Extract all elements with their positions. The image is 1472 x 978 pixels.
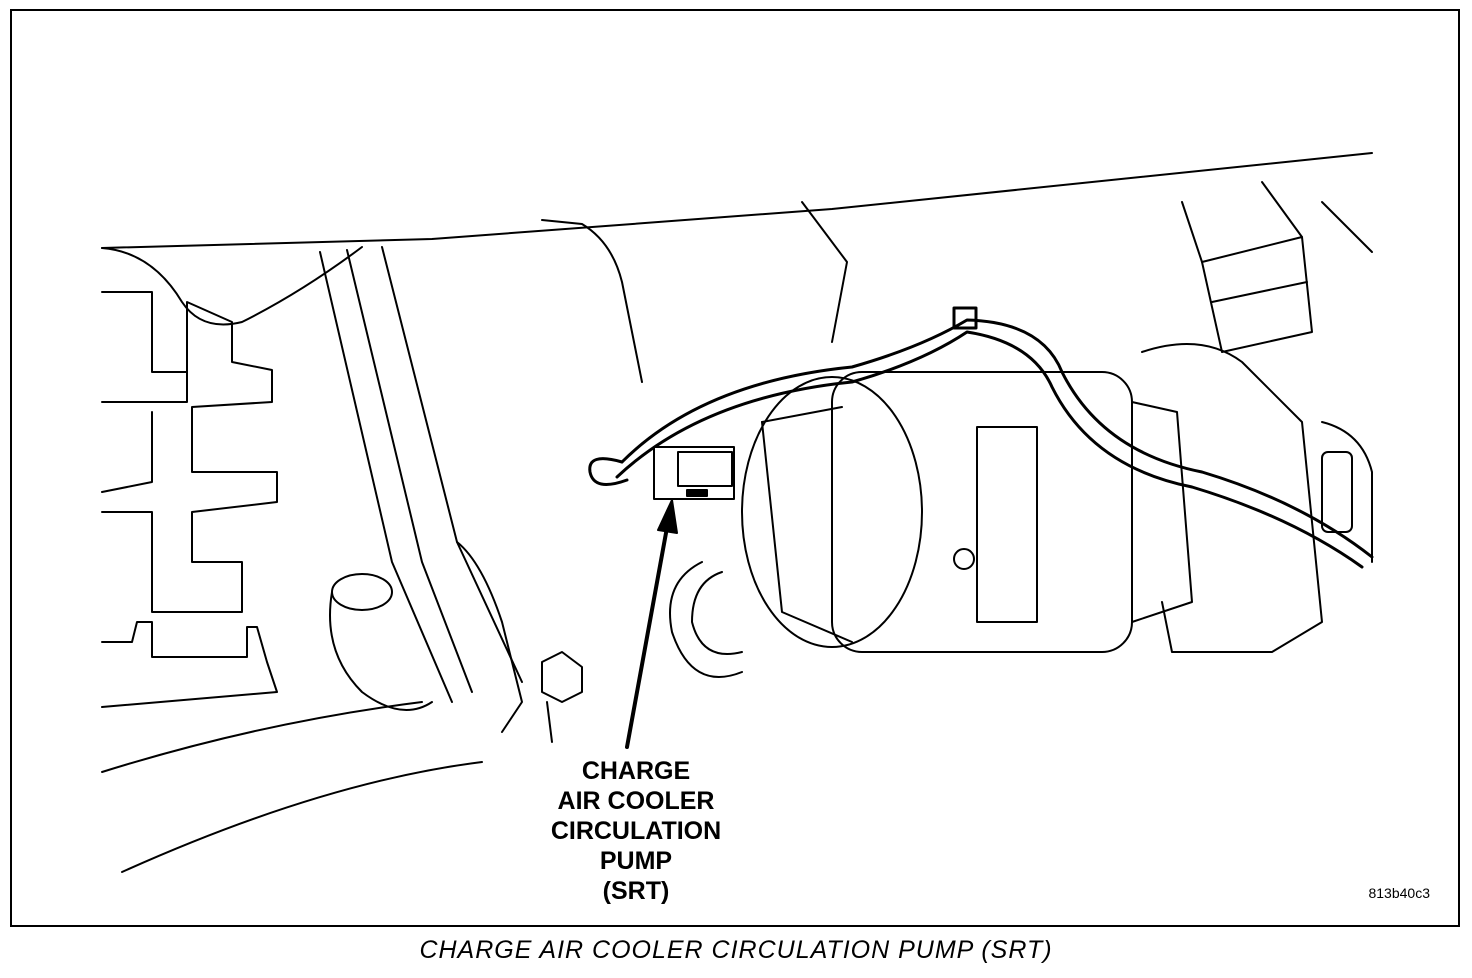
- figure-caption: CHARGE AIR COOLER CIRCULATION PUMP (SRT): [419, 936, 1053, 964]
- support-strut: [319, 246, 523, 733]
- callout-label-line-3: CIRCULATION: [550, 817, 722, 845]
- callout-label-line-2: AIR COOLER: [557, 787, 715, 815]
- callout-label-line-5: (SRT): [602, 877, 670, 905]
- callout-arrow: [625, 499, 678, 749]
- figure-frame: CHARGE AIR COOLER CIRCULATION PUMP (SRT)…: [10, 9, 1460, 927]
- callout-label-line-1: CHARGE: [581, 757, 691, 785]
- grille-bracket: [101, 291, 483, 873]
- wiring-harness: [588, 306, 1374, 569]
- pump-illustration: [101, 152, 1374, 873]
- callout-label-line-4: PUMP: [599, 847, 673, 875]
- pump-motor: [741, 371, 1193, 653]
- pump-connector: [653, 446, 735, 500]
- bolt-hose: [329, 561, 743, 743]
- body-panel: [101, 152, 1373, 383]
- pump-head: [1141, 181, 1373, 653]
- reference-code: 813b40c3: [1368, 885, 1430, 901]
